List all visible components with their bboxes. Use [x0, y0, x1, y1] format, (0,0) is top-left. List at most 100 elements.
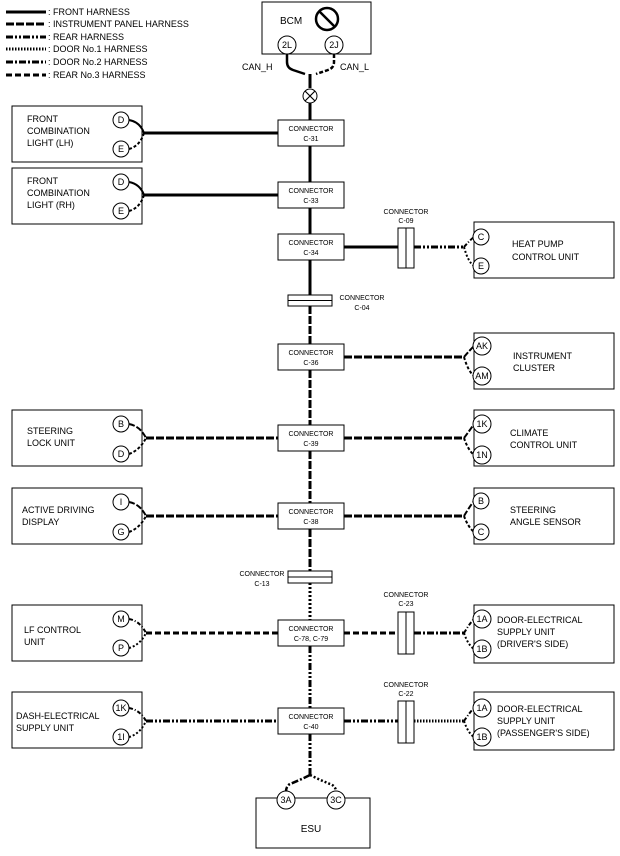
svg-text:DOOR-ELECTRICAL: DOOR-ELECTRICAL	[497, 704, 583, 714]
svg-text:HEAT PUMP: HEAT PUMP	[512, 239, 564, 249]
svg-text:COMBINATION: COMBINATION	[27, 188, 90, 198]
svg-text:C-23: C-23	[398, 601, 413, 608]
esu-pin-3a: 3A	[280, 795, 291, 805]
svg-text:1N: 1N	[476, 450, 488, 460]
connector-c78-c79: CONNECTOR C-78, C-79	[277, 619, 345, 647]
svg-text:C-38: C-38	[303, 519, 318, 526]
svg-text:C: C	[478, 527, 485, 537]
svg-text:(DRIVER'S SIDE): (DRIVER'S SIDE)	[497, 639, 568, 649]
svg-text:INSTRUMENT: INSTRUMENT	[513, 351, 572, 361]
svg-text:LOCK UNIT: LOCK UNIT	[27, 438, 76, 448]
bcm-label: BCM	[280, 16, 302, 27]
legend-rear-no3-harness: : REAR No.3 HARNESS	[48, 70, 146, 80]
svg-text:CONNECTOR: CONNECTOR	[384, 592, 429, 599]
can-l-label: CAN_L	[340, 62, 369, 72]
svg-text:E: E	[478, 261, 484, 271]
svg-text:CONNECTOR: CONNECTOR	[289, 240, 334, 247]
twisted-pair-icon	[302, 88, 318, 104]
svg-text:ANGLE SENSOR: ANGLE SENSOR	[510, 517, 582, 527]
module-active-driving-display: ACTIVE DRIVING DISPLAY I G	[11, 487, 143, 545]
svg-text:STEERING: STEERING	[510, 505, 556, 515]
esu-module: 3A 3C ESU	[255, 790, 371, 849]
svg-text:E: E	[118, 144, 124, 154]
svg-text:SUPPLY UNIT: SUPPLY UNIT	[497, 716, 556, 726]
legend-front-harness: : FRONT HARNESS	[48, 7, 130, 17]
module-steering-lock-unit: STEERING LOCK UNIT B D	[11, 409, 143, 467]
svg-text:P: P	[118, 643, 124, 653]
svg-text:DOOR-ELECTRICAL: DOOR-ELECTRICAL	[497, 615, 583, 625]
svg-text:(PASSENGER'S SIDE): (PASSENGER'S SIDE)	[497, 728, 590, 738]
svg-text:CONNECTOR: CONNECTOR	[289, 626, 334, 633]
svg-text:B: B	[478, 496, 484, 506]
svg-text:C-04: C-04	[354, 305, 369, 312]
svg-text:CONNECTOR: CONNECTOR	[289, 509, 334, 516]
connector-c33: CONNECTOR C-33	[277, 181, 345, 209]
can-h-label: CAN_H	[242, 62, 273, 72]
svg-text:I: I	[120, 497, 123, 507]
svg-text:COMBINATION: COMBINATION	[27, 126, 90, 136]
svg-text:C-40: C-40	[303, 724, 318, 731]
svg-text:DASH-ELECTRICAL: DASH-ELECTRICAL	[16, 711, 100, 721]
connector-c40: CONNECTOR C-40	[277, 707, 345, 735]
svg-text:LF CONTROL: LF CONTROL	[24, 625, 81, 635]
svg-text:CLIMATE: CLIMATE	[510, 428, 548, 438]
connector-c31: CONNECTOR C-31	[277, 119, 345, 147]
module-dash-electrical-supply-unit: DASH-ELECTRICAL SUPPLY UNIT 1K 1I	[11, 691, 143, 749]
esu-label: ESU	[301, 824, 322, 835]
module-lf-control-unit: LF CONTROL UNIT M P	[11, 604, 143, 662]
svg-text:E: E	[118, 206, 124, 216]
svg-text:CONNECTOR: CONNECTOR	[289, 431, 334, 438]
svg-text:1B: 1B	[476, 644, 487, 654]
svg-text:C-31: C-31	[303, 136, 318, 143]
svg-text:D: D	[118, 449, 125, 459]
svg-text:C-33: C-33	[303, 198, 318, 205]
svg-text:C-36: C-36	[303, 360, 318, 367]
legend: : FRONT HARNESS : INSTRUMENT PANEL HARNE…	[6, 7, 189, 80]
svg-text:CONNECTOR: CONNECTOR	[240, 571, 285, 578]
svg-text:C-22: C-22	[398, 691, 413, 698]
svg-text:G: G	[117, 527, 124, 537]
svg-text:C-34: C-34	[303, 250, 318, 257]
legend-rear-harness: : REAR HARNESS	[48, 32, 124, 42]
svg-text:AM: AM	[475, 371, 489, 381]
svg-text:CONNECTOR: CONNECTOR	[289, 714, 334, 721]
svg-text:FRONT: FRONT	[27, 176, 58, 186]
svg-text:CLUSTER: CLUSTER	[513, 363, 556, 373]
svg-text:C-13: C-13	[254, 581, 269, 588]
svg-text:STEERING: STEERING	[27, 426, 73, 436]
module-front-combination-light-lh: FRONT COMBINATION LIGHT (LH) D E	[11, 105, 143, 163]
svg-text:CONNECTOR: CONNECTOR	[340, 295, 385, 302]
connector-c36: CONNECTOR C-36	[277, 343, 345, 371]
connector-c38: CONNECTOR C-38	[277, 502, 345, 530]
svg-text:CONNECTOR: CONNECTOR	[289, 188, 334, 195]
svg-text:LIGHT (LH): LIGHT (LH)	[27, 138, 73, 148]
svg-text:FRONT: FRONT	[27, 114, 58, 124]
svg-text:D: D	[118, 177, 125, 187]
svg-text:C-78, C-79: C-78, C-79	[294, 636, 328, 643]
connector-c22: CONNECTOR C-22	[384, 682, 429, 744]
svg-text:CONNECTOR: CONNECTOR	[289, 126, 334, 133]
svg-text:C: C	[478, 232, 485, 242]
prohibited-icon	[314, 6, 340, 32]
connector-c34: CONNECTOR C-34	[277, 233, 345, 261]
svg-text:UNIT: UNIT	[24, 637, 45, 647]
svg-text:CONTROL UNIT: CONTROL UNIT	[512, 252, 580, 262]
svg-text:CONNECTOR: CONNECTOR	[384, 682, 429, 689]
svg-text:1A: 1A	[476, 614, 487, 624]
svg-text:D: D	[118, 115, 125, 125]
bcm-module: BCM 2L 2J CAN_H CAN_L	[242, 1, 372, 72]
module-door-electrical-supply-unit-passenger: DOOR-ELECTRICAL SUPPLY UNIT (PASSENGER'S…	[472, 691, 615, 751]
svg-text:C-39: C-39	[303, 441, 318, 448]
module-instrument-cluster: INSTRUMENT CLUSTER AK AM	[472, 332, 615, 390]
bcm-pin-2j: 2J	[329, 40, 339, 50]
esu-pin-3c: 3C	[330, 795, 342, 805]
svg-text:CONTROL UNIT: CONTROL UNIT	[510, 440, 578, 450]
connector-c23: CONNECTOR C-23	[384, 592, 429, 655]
connector-c04: CONNECTOR C-04	[287, 294, 385, 312]
module-front-combination-light-rh: FRONT COMBINATION LIGHT (RH) D E	[11, 167, 143, 225]
svg-text:SUPPLY UNIT: SUPPLY UNIT	[16, 723, 75, 733]
bcm-pin-2l: 2L	[282, 40, 292, 50]
legend-door-no2-harness: : DOOR No.2 HARNESS	[48, 57, 148, 67]
